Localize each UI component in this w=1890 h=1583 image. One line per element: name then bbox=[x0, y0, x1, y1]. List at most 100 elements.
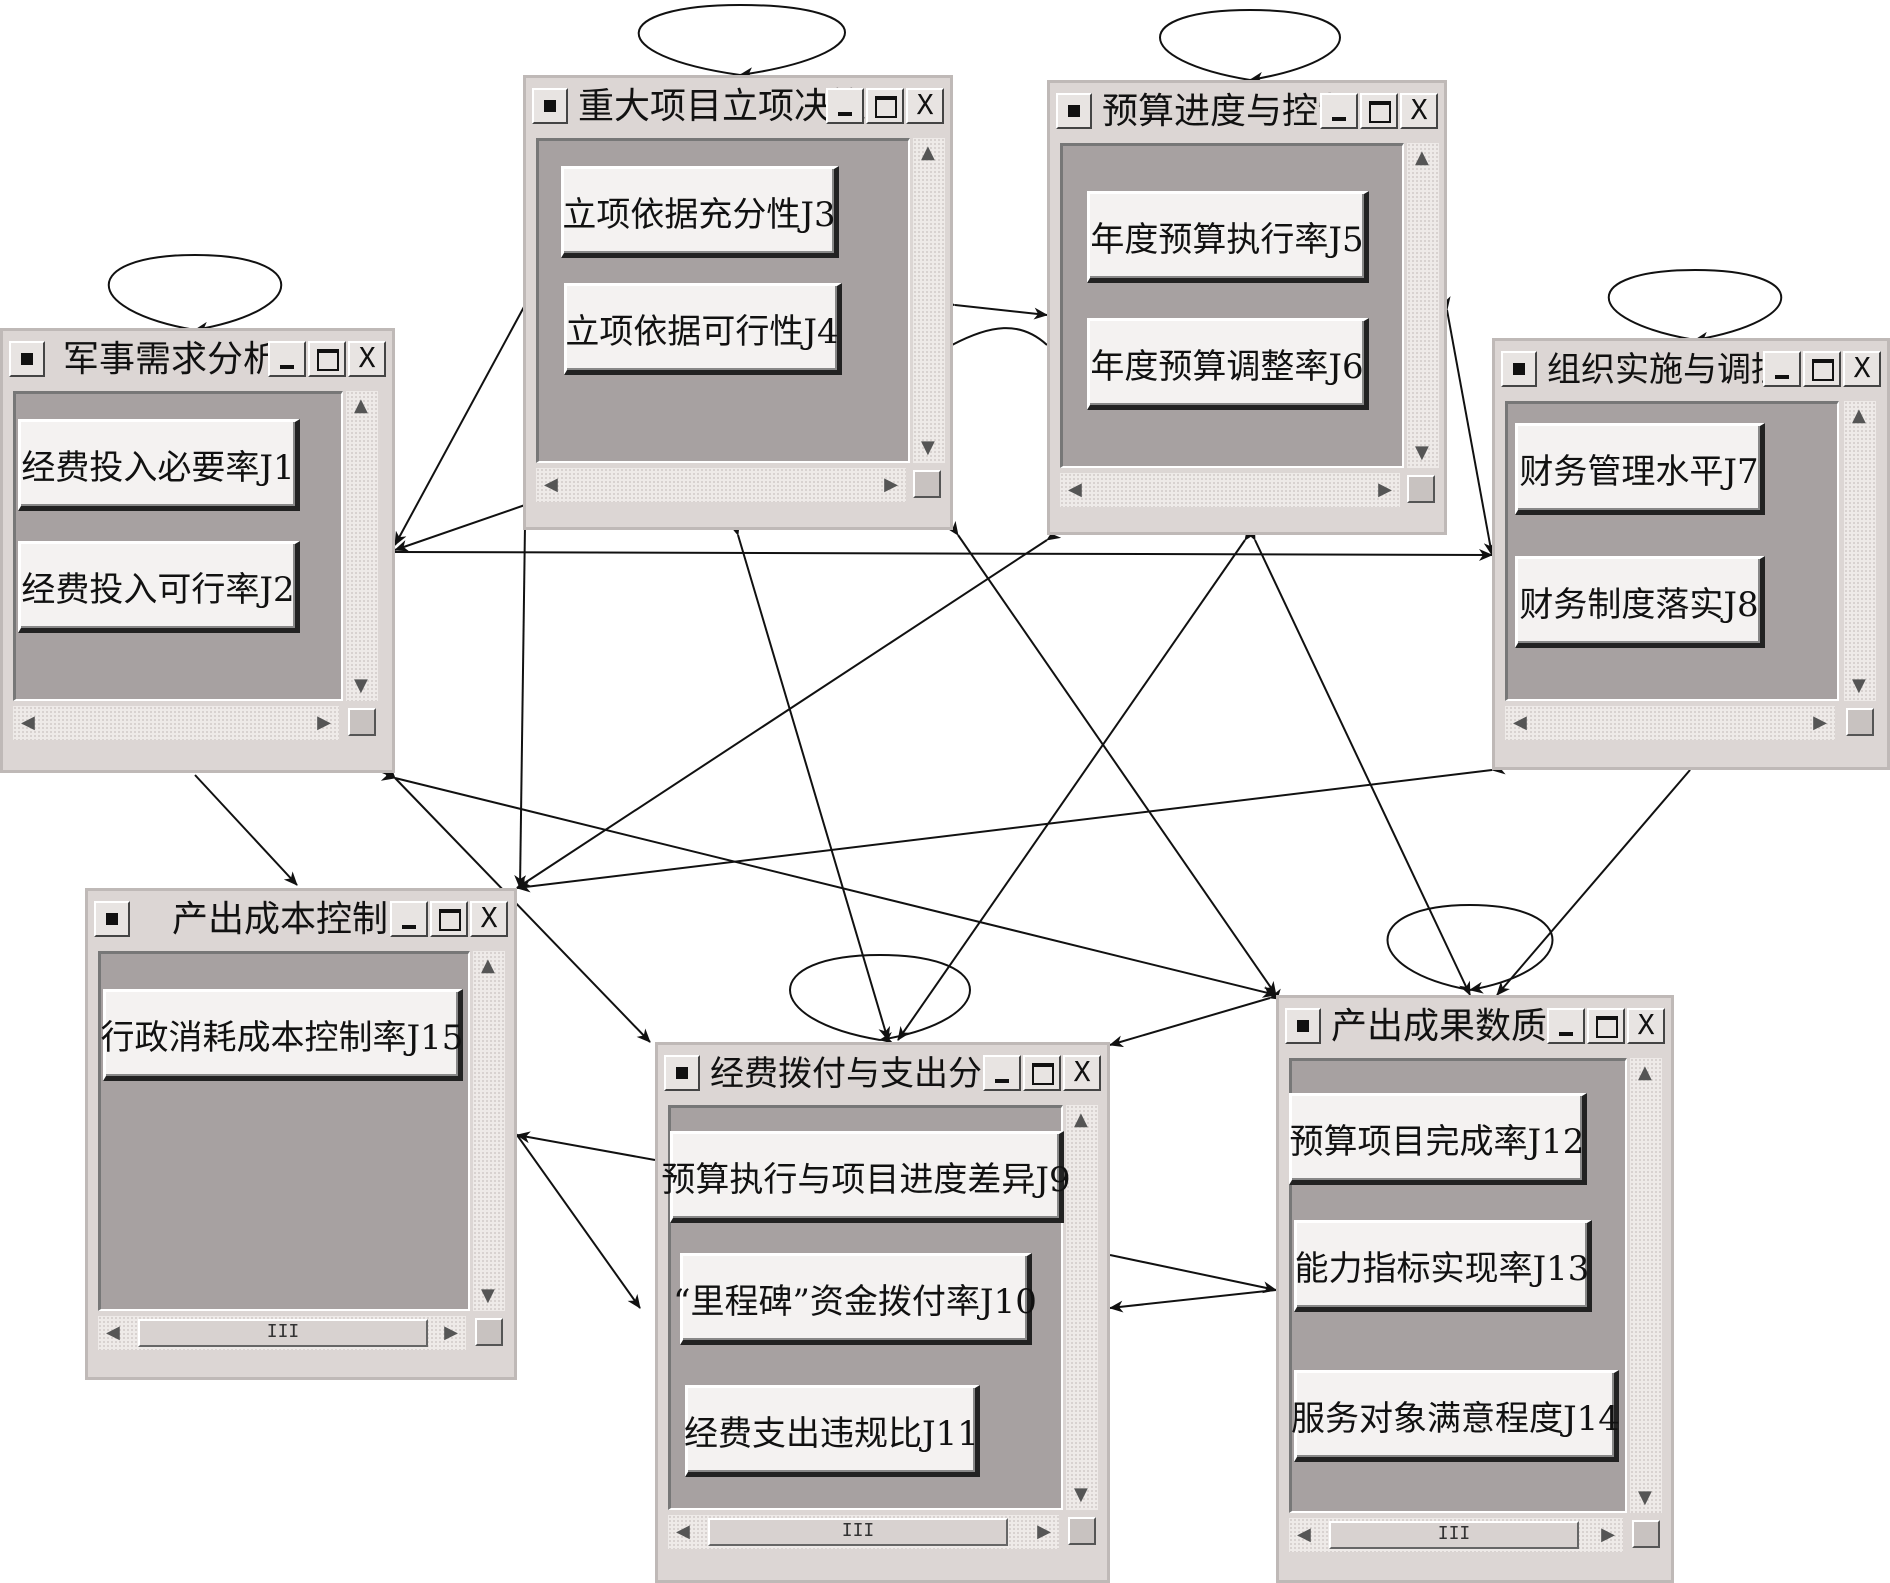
titlebar[interactable]: 预算进度与控制 X bbox=[1054, 87, 1440, 137]
scroll-thumb[interactable]: III bbox=[1329, 1521, 1579, 1549]
item-j6[interactable]: 年度预算调整率J6 bbox=[1087, 318, 1369, 410]
horizontal-scrollbar[interactable]: ◀ ▶ bbox=[536, 468, 906, 502]
system-menu-icon[interactable] bbox=[9, 341, 45, 377]
window-budget-progress-control[interactable]: 预算进度与控制 X ▲ ▼ ◀ ▶ 年度预算执行率J5 年度预算调整率J6 bbox=[1047, 80, 1447, 535]
vertical-scrollbar[interactable]: ▲ ▼ bbox=[1407, 143, 1439, 468]
scroll-up-icon[interactable]: ▲ bbox=[1415, 147, 1429, 168]
horizontal-scrollbar[interactable]: ◀ III ▶ bbox=[1289, 1518, 1623, 1552]
scroll-left-icon[interactable]: ◀ bbox=[1068, 479, 1082, 500]
scroll-left-icon[interactable]: ◀ bbox=[1513, 712, 1527, 733]
scroll-left-icon[interactable]: ◀ bbox=[106, 1322, 120, 1343]
scroll-right-icon[interactable]: ▶ bbox=[317, 712, 331, 733]
scroll-right-icon[interactable]: ▶ bbox=[444, 1322, 458, 1343]
scroll-down-icon[interactable]: ▼ bbox=[354, 675, 368, 696]
scroll-down-icon[interactable]: ▼ bbox=[1415, 442, 1429, 463]
minimize-icon[interactable] bbox=[390, 901, 428, 937]
window-organization-implementation[interactable]: 组织实施与调控 X ▲ ▼ ◀ ▶ 财务管理水平J7 财务制度落实J8 bbox=[1492, 338, 1890, 770]
close-icon[interactable]: X bbox=[1400, 93, 1438, 129]
item-j4[interactable]: 立项依据可行性J4 bbox=[564, 283, 842, 375]
item-j8[interactable]: 财务制度落实J8 bbox=[1515, 556, 1765, 648]
item-j12[interactable]: 预算项目完成率J12 bbox=[1289, 1093, 1587, 1185]
horizontal-scrollbar[interactable]: ◀ ▶ bbox=[1505, 706, 1835, 740]
scroll-down-icon[interactable]: ▼ bbox=[1638, 1487, 1652, 1508]
system-menu-icon[interactable] bbox=[1056, 93, 1092, 129]
horizontal-scrollbar[interactable]: ◀ III ▶ bbox=[668, 1515, 1059, 1549]
minimize-icon[interactable] bbox=[983, 1055, 1021, 1091]
item-j13[interactable]: 能力指标实现率J13 bbox=[1294, 1220, 1592, 1312]
scroll-left-icon[interactable]: ◀ bbox=[544, 474, 558, 495]
minimize-icon[interactable] bbox=[268, 341, 306, 377]
titlebar[interactable]: 军事需求分析 X bbox=[7, 335, 388, 385]
system-menu-icon[interactable] bbox=[532, 88, 568, 124]
scroll-down-icon[interactable]: ▼ bbox=[1852, 675, 1866, 696]
scroll-right-icon[interactable]: ▶ bbox=[1813, 712, 1827, 733]
scroll-down-icon[interactable]: ▼ bbox=[1074, 1484, 1088, 1505]
size-grip-icon[interactable] bbox=[1632, 1520, 1660, 1548]
maximize-icon[interactable] bbox=[1803, 351, 1841, 387]
scroll-up-icon[interactable]: ▲ bbox=[354, 395, 368, 416]
item-j15[interactable]: 行政消耗成本控制率J15 bbox=[101, 989, 463, 1081]
scroll-thumb[interactable]: III bbox=[138, 1319, 428, 1347]
close-icon[interactable]: X bbox=[1843, 351, 1881, 387]
item-j10[interactable]: “里程碑”资金拨付率J10 bbox=[673, 1253, 1037, 1345]
item-j7[interactable]: 财务管理水平J7 bbox=[1515, 423, 1765, 515]
scroll-up-icon[interactable]: ▲ bbox=[481, 955, 495, 976]
size-grip-icon[interactable] bbox=[1068, 1517, 1096, 1545]
system-menu-icon[interactable] bbox=[664, 1055, 700, 1091]
titlebar[interactable]: 重大项目立项决策 X bbox=[530, 82, 946, 132]
window-output-quality[interactable]: 产出成果数质量 X ▲ ▼ ◀ III ▶ 预算项目完成率J12 能力指标实现率… bbox=[1276, 995, 1674, 1583]
window-output-cost-control[interactable]: 产出成本控制 X ▲ ▼ ◀ III ▶ 行政消耗成本控制率J15 bbox=[85, 888, 517, 1380]
titlebar[interactable]: 经费拨付与支出分析 X bbox=[662, 1049, 1103, 1099]
scroll-right-icon[interactable]: ▶ bbox=[1037, 1521, 1051, 1542]
vertical-scrollbar[interactable]: ▲ ▼ bbox=[913, 138, 945, 463]
window-military-demand-analysis[interactable]: 军事需求分析 X ▲ ▼ ◀ ▶ 经费投入必要率J1 经费投入可行率J2 bbox=[0, 328, 395, 773]
scroll-left-icon[interactable]: ◀ bbox=[676, 1521, 690, 1542]
size-grip-icon[interactable] bbox=[348, 708, 376, 736]
titlebar[interactable]: 组织实施与调控 X bbox=[1499, 345, 1883, 395]
minimize-icon[interactable] bbox=[1763, 351, 1801, 387]
size-grip-icon[interactable] bbox=[475, 1318, 503, 1346]
horizontal-scrollbar[interactable]: ◀ ▶ bbox=[1060, 473, 1400, 507]
item-j11[interactable]: 经费支出违规比J11 bbox=[684, 1385, 980, 1477]
vertical-scrollbar[interactable]: ▲ ▼ bbox=[346, 391, 378, 701]
scroll-up-icon[interactable]: ▲ bbox=[1638, 1062, 1652, 1083]
scroll-left-icon[interactable]: ◀ bbox=[21, 712, 35, 733]
vertical-scrollbar[interactable]: ▲ ▼ bbox=[473, 951, 505, 1311]
horizontal-scrollbar[interactable]: ◀ ▶ bbox=[13, 706, 339, 740]
scroll-up-icon[interactable]: ▲ bbox=[1852, 405, 1866, 426]
system-menu-icon[interactable] bbox=[1501, 351, 1537, 387]
window-major-project-decision[interactable]: 重大项目立项决策 X ▲ ▼ ◀ ▶ 立项依据充分性J3 立项依据可行性J4 bbox=[523, 75, 953, 530]
vertical-scrollbar[interactable]: ▲ ▼ bbox=[1630, 1058, 1662, 1513]
window-funding-expenditure-analysis[interactable]: 经费拨付与支出分析 X ▲ ▼ ◀ III ▶ 预算执行与项目进度差异J9 “里… bbox=[655, 1042, 1110, 1583]
size-grip-icon[interactable] bbox=[913, 470, 941, 498]
minimize-icon[interactable] bbox=[826, 88, 864, 124]
item-j9[interactable]: 预算执行与项目进度差异J9 bbox=[661, 1131, 1071, 1223]
scroll-thumb[interactable]: III bbox=[708, 1518, 1008, 1546]
item-j2[interactable]: 经费投入可行率J2 bbox=[18, 541, 300, 633]
close-icon[interactable]: X bbox=[1627, 1008, 1665, 1044]
scroll-right-icon[interactable]: ▶ bbox=[1601, 1524, 1615, 1545]
system-menu-icon[interactable] bbox=[94, 901, 130, 937]
close-icon[interactable]: X bbox=[1063, 1055, 1101, 1091]
size-grip-icon[interactable] bbox=[1846, 708, 1874, 736]
scroll-right-icon[interactable]: ▶ bbox=[1378, 479, 1392, 500]
maximize-icon[interactable] bbox=[1587, 1008, 1625, 1044]
system-menu-icon[interactable] bbox=[1285, 1008, 1321, 1044]
scroll-down-icon[interactable]: ▼ bbox=[921, 437, 935, 458]
minimize-icon[interactable] bbox=[1547, 1008, 1585, 1044]
close-icon[interactable]: X bbox=[470, 901, 508, 937]
item-j1[interactable]: 经费投入必要率J1 bbox=[18, 419, 300, 511]
minimize-icon[interactable] bbox=[1320, 93, 1358, 129]
titlebar[interactable]: 产出成果数质量 X bbox=[1283, 1002, 1667, 1052]
horizontal-scrollbar[interactable]: ◀ III ▶ bbox=[98, 1316, 466, 1350]
item-j3[interactable]: 立项依据充分性J3 bbox=[561, 166, 839, 258]
item-j14[interactable]: 服务对象满意程度J14 bbox=[1291, 1370, 1620, 1462]
maximize-icon[interactable] bbox=[1023, 1055, 1061, 1091]
scroll-up-icon[interactable]: ▲ bbox=[1074, 1109, 1088, 1130]
maximize-icon[interactable] bbox=[866, 88, 904, 124]
close-icon[interactable]: X bbox=[906, 88, 944, 124]
maximize-icon[interactable] bbox=[1360, 93, 1398, 129]
maximize-icon[interactable] bbox=[430, 901, 468, 937]
vertical-scrollbar[interactable]: ▲ ▼ bbox=[1844, 401, 1876, 701]
close-icon[interactable]: X bbox=[348, 341, 386, 377]
